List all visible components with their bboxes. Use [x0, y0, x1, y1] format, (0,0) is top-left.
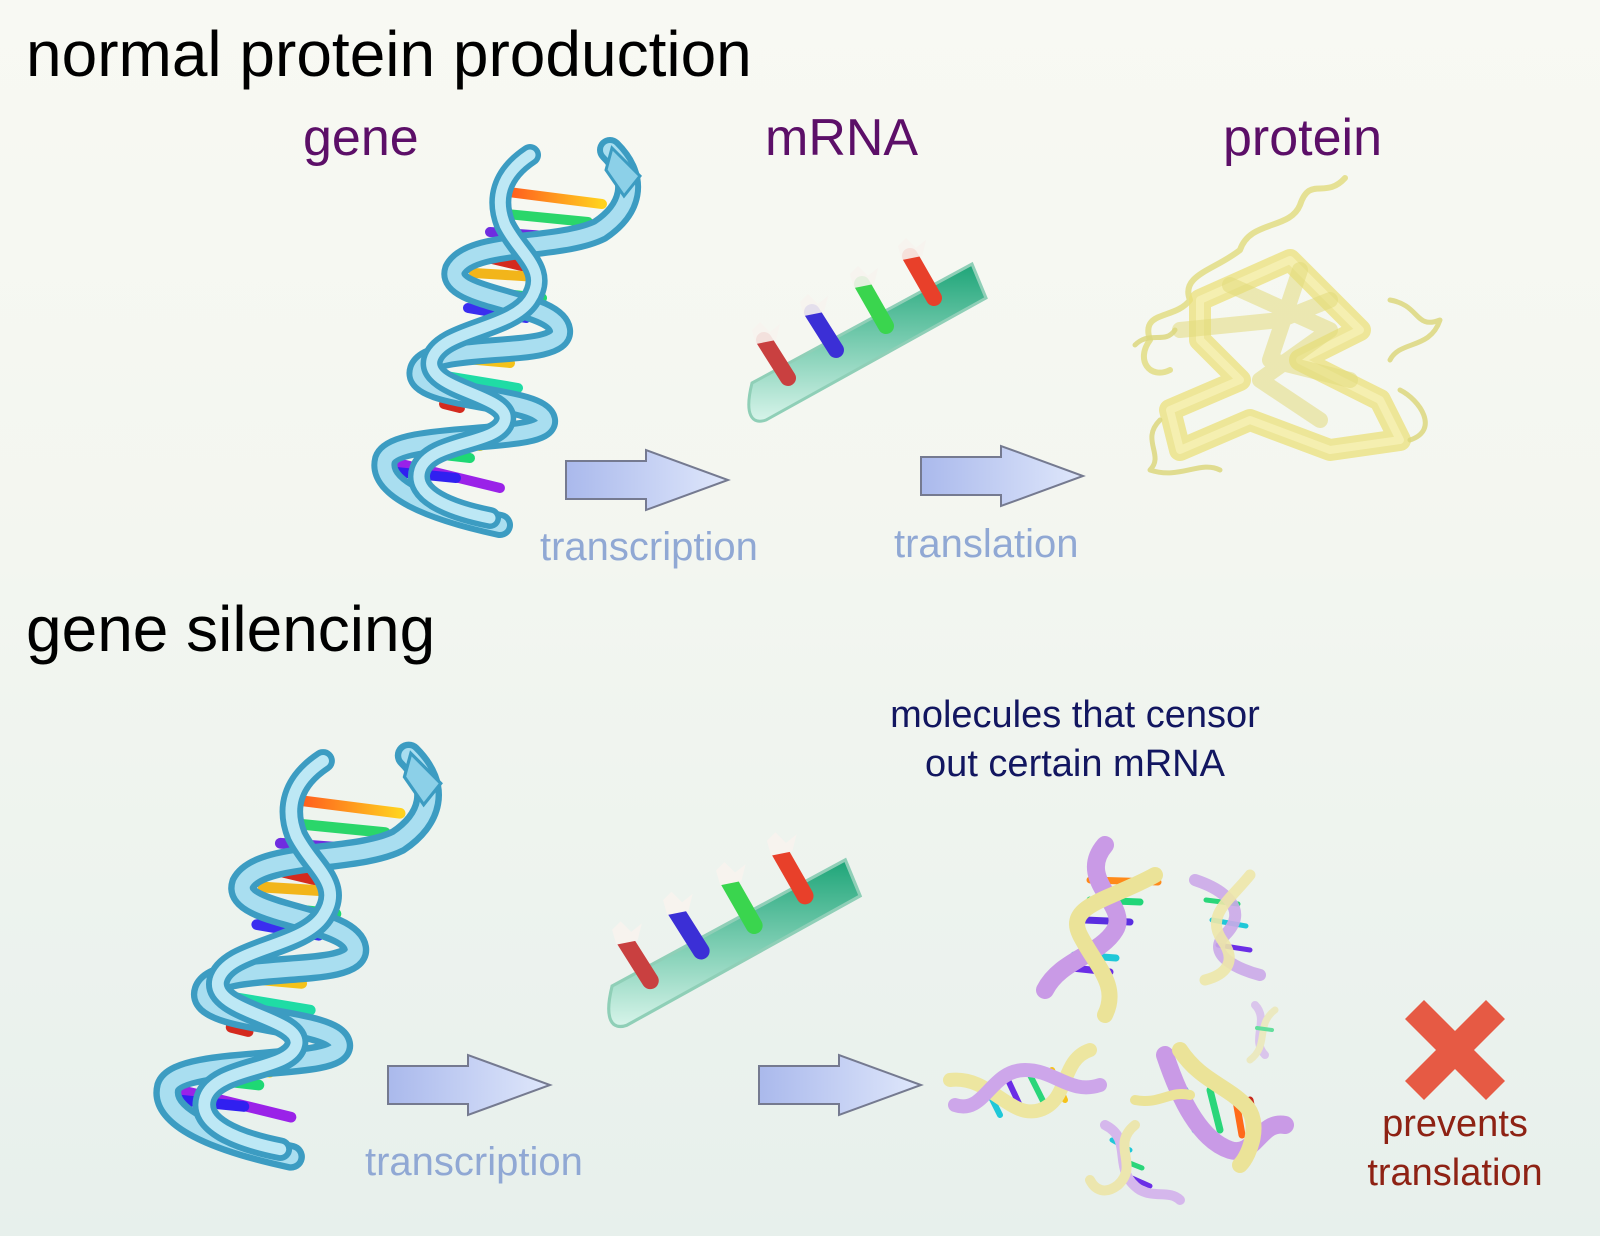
section-title-silencing: gene silencing	[26, 593, 436, 665]
prevents-label-line-1: prevents	[1382, 1103, 1528, 1145]
cross-mark-icon	[1405, 1000, 1505, 1100]
rna-duplex-icon	[1189, 869, 1266, 986]
arrow-right-icon	[387, 1053, 553, 1117]
arrow-right-icon	[920, 444, 1086, 508]
section-title-normal: normal protein production	[26, 18, 752, 90]
dna-helix-icon	[371, 137, 643, 538]
molecules-label-line-1: molecules that censor	[890, 694, 1260, 736]
rna-duplex-icon	[943, 1043, 1107, 1119]
rna-duplex-icon	[1246, 1001, 1279, 1064]
stage-label-gene: gene	[303, 109, 419, 167]
arrow-right-icon	[565, 448, 731, 512]
prevents-translation-label: prevents translation	[1345, 1100, 1565, 1199]
dna-helix-icon	[153, 741, 443, 1171]
rna-duplex-icon	[1085, 1120, 1185, 1205]
protein-fold-icon	[1132, 175, 1443, 476]
stage-label-mrna: mRNA	[765, 109, 919, 167]
molecules-label: molecules that censor out certain mRNA	[855, 691, 1295, 790]
mrna-strand-icon	[607, 832, 863, 1028]
step-label-transcription-silencing: transcription	[365, 1140, 583, 1184]
step-label-translation: translation	[894, 522, 1079, 566]
mrna-strand-icon	[747, 238, 988, 423]
prevents-label-line-2: translation	[1367, 1152, 1543, 1195]
stage-label-protein: protein	[1223, 109, 1382, 167]
rna-duplex-icon	[1130, 1042, 1294, 1173]
molecules-label-line-2: out certain mRNA	[925, 743, 1225, 786]
rna-duplex-icon	[1036, 836, 1163, 1023]
arrow-right-icon	[758, 1053, 924, 1117]
step-label-transcription: transcription	[540, 525, 758, 569]
